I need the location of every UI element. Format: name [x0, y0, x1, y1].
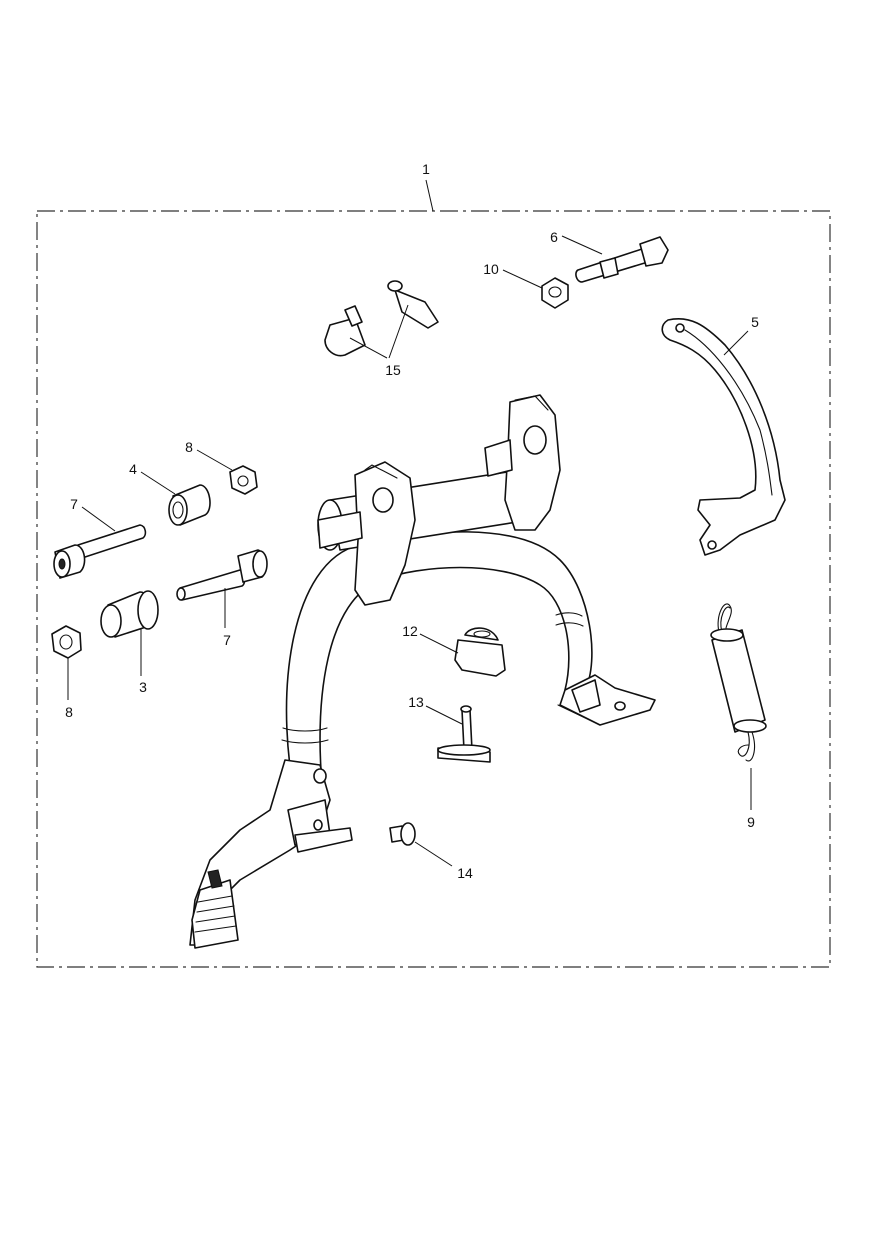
callout-8-top-label: 8 [185, 439, 193, 455]
callout-8-top-leader [196, 449, 233, 471]
rivet-part-14: 14 [389, 822, 473, 881]
callout-7-bottom-label: 7 [223, 632, 231, 648]
nut-part-8-bottom: 8 [51, 625, 82, 720]
callout-9-label: 9 [747, 814, 755, 830]
screw-part-7-top: 7 [53, 496, 147, 579]
kit-boundary-frame [36, 210, 831, 968]
nut-part-8-top: 8 [185, 439, 258, 495]
callout-7-top-label: 7 [70, 496, 78, 512]
callout-4-label: 4 [129, 461, 137, 477]
callout-6-label: 6 [550, 229, 558, 245]
callout-14-label: 14 [457, 865, 473, 881]
callout-4-leader [140, 471, 176, 495]
bolt-part-6: 6 [550, 229, 669, 283]
callout-15-leader-a [349, 337, 388, 359]
callout-5-leader [723, 330, 749, 356]
callout-10-label: 10 [483, 261, 499, 277]
pin-part-13: 13 [408, 694, 491, 763]
screw-part-7-bottom: 7 [176, 549, 268, 648]
center-stand-frame [189, 394, 656, 949]
callout-15-label: 15 [385, 362, 401, 378]
bush-part-3: 3 [100, 590, 159, 695]
callout-8-bottom-label: 8 [65, 704, 73, 720]
callout-1-leader [425, 179, 434, 212]
callout-3-label: 3 [139, 679, 147, 695]
callout-15-leader-b [388, 304, 409, 359]
callout-12-label: 12 [402, 623, 418, 639]
rubber-stop-part-12: 12 [402, 623, 506, 677]
callout-5-label: 5 [751, 314, 759, 330]
callout-12-leader [419, 633, 459, 654]
pins-part-15: 15 [324, 280, 439, 378]
callout-6-leader [561, 235, 603, 255]
nut-part-10: 10 [483, 261, 569, 309]
callout-7-top-leader [81, 506, 116, 532]
callout-10-leader [502, 269, 543, 289]
callout-1-label: 1 [422, 161, 430, 177]
callout-13-leader [425, 705, 463, 725]
bracket-part-5: 5 [661, 314, 786, 556]
callout-1: 1 [422, 161, 434, 212]
spring-part-9: 9 [710, 603, 767, 830]
spacer-part-4: 4 [129, 461, 211, 526]
callout-14-leader [414, 841, 453, 867]
callout-13-label: 13 [408, 694, 424, 710]
